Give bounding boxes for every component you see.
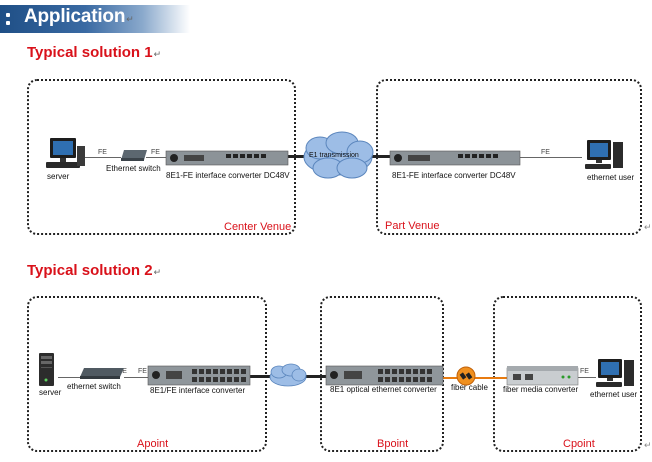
computer-icon — [46, 138, 85, 168]
zone-label-part-venue: Part Venue — [385, 220, 440, 232]
zone-label-bpoint: Bpoint — [377, 438, 409, 450]
header-banner: Application↵ — [0, 5, 190, 33]
zone-apoint — [27, 296, 267, 452]
cloud-icon — [269, 363, 307, 387]
switch-icon — [121, 150, 147, 161]
zone-label-apoint: Apoint — [137, 438, 169, 450]
user-label: ethernet user — [587, 173, 635, 182]
fe-label: FE — [151, 149, 160, 156]
fe-label: FE — [138, 368, 147, 375]
computer-icon — [585, 140, 623, 169]
converter-a-label: 8E1/FE interface converter — [150, 386, 246, 395]
fe-label: FE — [98, 149, 107, 156]
converter-b-label: 8E1 optical ethernet converter — [330, 385, 437, 394]
fe-link — [578, 377, 596, 378]
zone-label-center-venue: Center Venue — [224, 221, 292, 233]
solution-1-title: Typical solution 1↵ — [27, 44, 162, 61]
fe-link — [124, 377, 148, 378]
e1-link — [250, 375, 270, 378]
rack-converter-icon — [147, 365, 251, 386]
converter-left-label: 8E1-FE interface converter DC48V — [166, 171, 290, 180]
fe-link — [58, 377, 80, 378]
fiber-connector-icon — [456, 366, 476, 386]
switch-icon — [80, 368, 124, 379]
page-title: Application↵ — [24, 6, 134, 27]
fe-link — [146, 157, 166, 158]
rack-converter-icon — [325, 365, 444, 386]
server-label: server — [47, 172, 70, 181]
ethernet-switch-label: Ethernet switch — [106, 164, 161, 173]
server-label: server — [39, 388, 62, 397]
media-converter-icon — [506, 366, 579, 386]
fe-link — [83, 157, 121, 158]
media-converter-label: fiber media converter — [503, 385, 579, 394]
converter-right-label: 8E1-FE interface converter DC48V — [392, 171, 516, 180]
solution-2-title: Typical solution 2↵ — [27, 262, 162, 279]
computer-icon — [596, 359, 634, 387]
rack-converter-icon — [389, 150, 521, 166]
fe-label: FE — [580, 368, 589, 375]
zone-cpoint — [493, 296, 642, 452]
banner-bullet-icon — [6, 13, 12, 27]
server-tower-icon — [39, 353, 54, 386]
paragraph-mark: ↵ — [644, 222, 652, 232]
user-label: ethernet user — [590, 390, 638, 399]
cloud-icon — [303, 131, 374, 179]
cloud-label: E1 transmission — [309, 152, 359, 159]
ethernet-switch-label: ethernet switch — [67, 382, 121, 391]
rack-converter-icon — [165, 150, 289, 166]
e1-link — [366, 155, 390, 158]
fe-label: FE — [541, 149, 550, 156]
e1-link — [304, 375, 326, 378]
paragraph-mark: ↵ — [644, 440, 652, 450]
fe-label: FE — [118, 368, 127, 375]
e1-link — [287, 155, 307, 158]
zone-label-cpoint: Cpoint — [563, 438, 595, 450]
fe-link — [520, 157, 582, 158]
fiber-cable-label: fiber cable — [451, 383, 488, 392]
